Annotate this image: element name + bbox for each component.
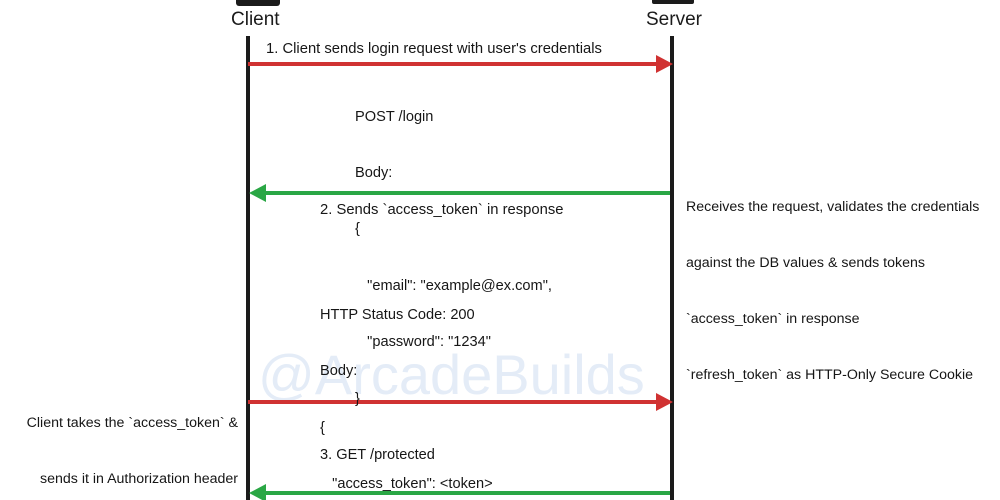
actor-database-icon — [652, 0, 694, 4]
message-1-body-line-3: { — [355, 221, 360, 238]
message-1-body: POST /login Body: { "email": "example@ex… — [355, 70, 552, 446]
message-2-title: 2. Sends `access_token` in response — [320, 202, 564, 218]
note-client-uses-token-line-1: Client takes the `access_token` & — [26, 415, 238, 432]
message-1-body-line-6: } — [355, 390, 360, 407]
note-server-validate-line-3: `access_token` in response — [686, 310, 860, 327]
note-server-validate-line-4: `refresh_token` as HTTP-Only Secure Cook… — [686, 366, 974, 383]
message-3-arrow-line — [248, 400, 666, 404]
message-2-arrow-head — [249, 184, 266, 202]
message-3-arrow-head — [656, 393, 673, 411]
message-4-arrow-line — [260, 491, 670, 495]
note-server-validate-line-1: Receives the request, validates the cred… — [686, 199, 980, 216]
lifeline-client — [246, 36, 250, 500]
message-2-body-line-4: "access_token": <token> — [320, 476, 493, 493]
note-client-uses-token-line-2: sends it in Authorization header — [40, 470, 238, 487]
message-2-body-line-3: { — [320, 419, 325, 436]
message-4-arrow-head — [249, 484, 266, 500]
message-1-body-line-4: "email": "example@ex.com", — [355, 277, 552, 294]
note-server-validate-line-2: against the DB values & sends tokens — [686, 254, 925, 271]
message-1-arrow-line — [248, 62, 666, 66]
message-2-body: . HTTP Status Code: 200 Body: { "access_… — [320, 212, 575, 500]
message-1-title: 1. Client sends login request with user'… — [266, 41, 602, 57]
note-client-displays: Client then displays the — [0, 481, 238, 500]
lifeline-server — [670, 36, 674, 500]
message-1-body-line-2: Body: — [355, 164, 393, 181]
note-server-validates-token: Server validates the `access_token` — [676, 481, 902, 500]
actor-label-client: Client — [231, 9, 280, 30]
actor-person-icon — [236, 0, 280, 6]
message-1-arrow-head — [656, 55, 673, 73]
note-client-uses-token: Client takes the `access_token` & sends … — [0, 377, 238, 500]
actor-label-server: Server — [646, 9, 702, 30]
message-1-body-line-1: POST /login — [355, 108, 434, 125]
message-2-body-line-2: Body: — [320, 363, 358, 380]
watermark: @ArcadeBuilds — [258, 343, 645, 406]
message-3-title: 3. GET /protected — [320, 446, 435, 463]
note-server-validate: Receives the request, validates the cred… — [686, 161, 979, 421]
message-3-body: 3. GET /protected Header: Authorization:… — [320, 408, 567, 500]
message-2-arrow-line — [260, 191, 670, 195]
message-2-body-line-1: HTTP Status Code: 200 — [320, 306, 475, 323]
message-1-body-line-5: "password": "1234" — [355, 334, 491, 351]
